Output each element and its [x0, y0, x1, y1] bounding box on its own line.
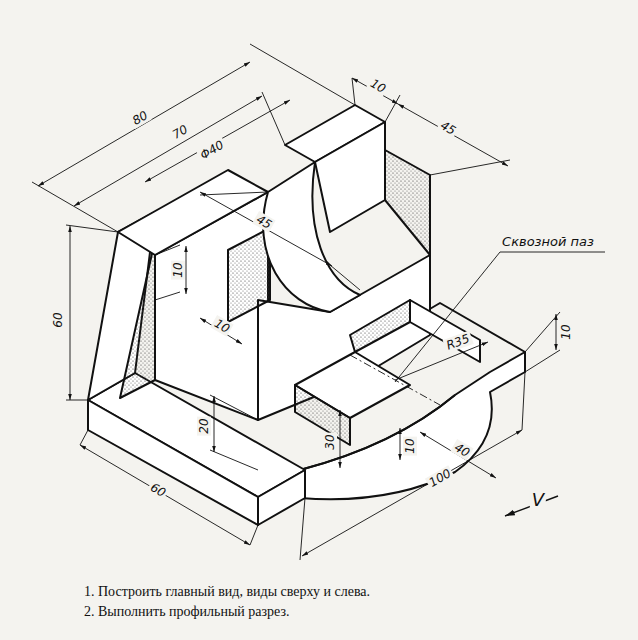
dimension-label: 10 [403, 436, 417, 455]
dimension-label: 60 [51, 310, 65, 329]
view-arrow-label: V [530, 490, 546, 510]
dimension-label: 45 [436, 117, 460, 139]
dimension-label: 10 [559, 322, 573, 341]
dimension-label: 10 [171, 260, 185, 279]
dimension-label: 60 [146, 479, 170, 501]
dimension-label: Φ40 [196, 137, 228, 163]
dimension-label: 10 [366, 75, 390, 97]
dimension-label: 20 [197, 416, 211, 435]
task-note: 1. Построить главный вид, виды сверху и … [84, 584, 370, 600]
task-note: 2. Выполнить профильный разрез. [84, 604, 290, 620]
dimension-label: 80 [128, 107, 152, 129]
dimension-label: 30 [323, 432, 337, 451]
leader-note: Сквозной паз [500, 234, 596, 249]
